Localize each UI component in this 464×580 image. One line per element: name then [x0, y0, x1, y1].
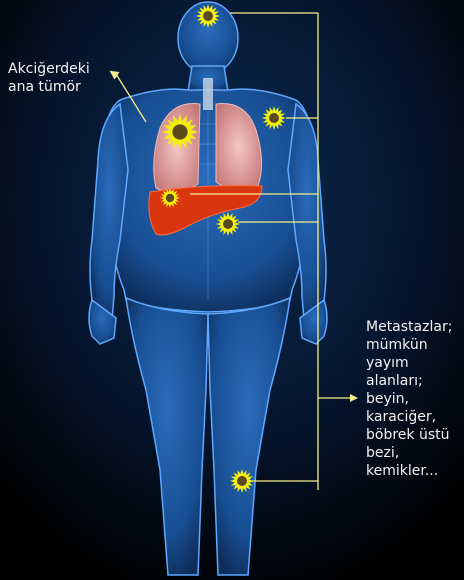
primary-tumor-line: Akciğerdeki: [8, 60, 90, 78]
metastasis-line: böbrek üstü: [366, 426, 452, 444]
tumor-core: [172, 124, 187, 139]
metastasis-label: Metastazlar; mümkün yayım alanları; beyi…: [366, 318, 452, 480]
metastasis-line: Metastazlar;: [366, 318, 452, 336]
metastasis-line: yayım: [366, 354, 452, 372]
metastasis-line: kemikler...: [366, 462, 452, 480]
tumor-core: [269, 113, 279, 123]
metastasis-line: alanları;: [366, 372, 452, 390]
trachea: [203, 78, 213, 110]
metastasis-line: karaciğer,: [366, 408, 452, 426]
tumor-core: [203, 11, 213, 21]
tumor-core: [166, 194, 174, 202]
metastasis-line: bezi,: [366, 444, 452, 462]
primary-tumor-label: Akciğerdeki ana tümör: [8, 60, 90, 96]
metastasis-line: mümkün: [366, 336, 452, 354]
metastasis-line: beyin,: [366, 390, 452, 408]
primary-tumor-line: ana tümör: [8, 78, 90, 96]
tumor-core: [223, 219, 233, 229]
tumor-core: [237, 476, 247, 486]
